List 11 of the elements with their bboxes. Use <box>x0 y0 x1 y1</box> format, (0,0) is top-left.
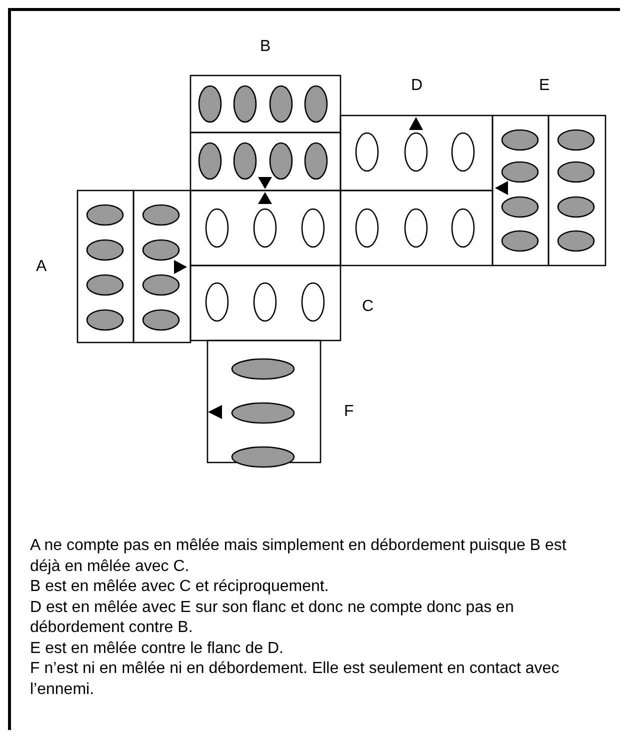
unit-label: D <box>411 77 423 95</box>
note-text: A ne compte pas en mêlée mais simplement en débordement puisque B est déjà en mêlée avec C. <box>30 536 568 576</box>
note-text: B est en mêlée avec C et réciproquement. <box>30 577 330 597</box>
unit-label: F <box>344 403 354 421</box>
note-text: D est en mêlée avec E sur son flanc et donc ne compte donc pas en débordement contre B. <box>30 598 515 638</box>
unit-label: A <box>36 258 47 276</box>
note-text: E est en mêlée contre le flanc de D. <box>30 638 284 658</box>
unit-label: B <box>260 38 271 56</box>
unit-label: E <box>539 77 550 95</box>
unit-label: C <box>362 298 374 316</box>
note-text: F n’est ni en mêlée ni en débordement. Elle est seulement en contact avec l’ennemi. <box>30 659 560 700</box>
